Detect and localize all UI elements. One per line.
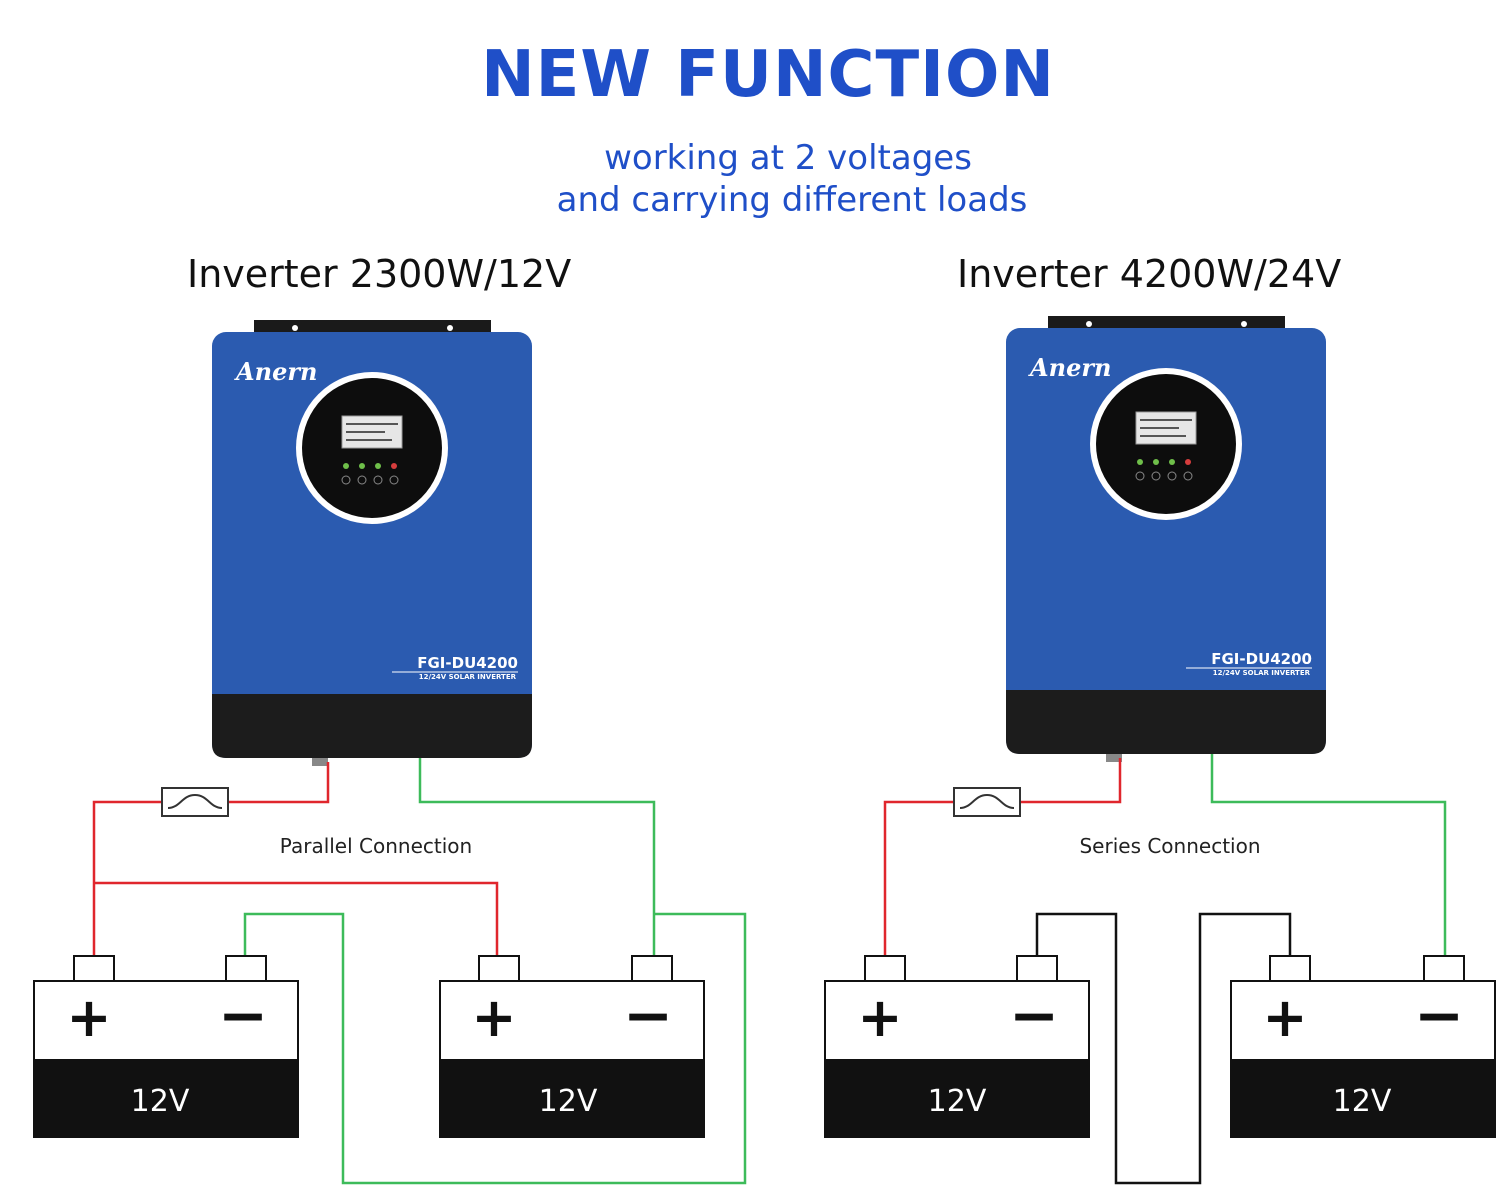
panel-button: [389, 475, 399, 485]
panel-button: [1135, 471, 1145, 481]
positive-terminal: [864, 955, 906, 983]
minus-sign: −: [1009, 981, 1059, 1051]
right-inverter-label: Inverter 4200W/24V: [957, 252, 1342, 296]
led-indicator: [343, 463, 349, 469]
panel-button: [1183, 471, 1193, 481]
minus-sign: −: [218, 981, 268, 1051]
model-name: FGI-DU4200: [1211, 650, 1312, 668]
negative-terminal: [1423, 955, 1465, 983]
terminal-connector: [1106, 754, 1122, 762]
connection-label: Series Connection: [1079, 834, 1260, 858]
panel-button: [341, 475, 351, 485]
led-indicator: [1153, 459, 1159, 465]
subtitle-line-1: working at 2 voltages: [604, 138, 972, 178]
battery-voltage: 12V: [1333, 1084, 1392, 1119]
led-indicator: [391, 463, 397, 469]
panel-button: [357, 475, 367, 485]
connection-label: Parallel Connection: [280, 834, 472, 858]
positive-terminal: [1269, 955, 1311, 983]
right-fuse: [953, 787, 1021, 817]
battery-voltage: 12V: [539, 1084, 598, 1119]
battery-voltage: 12V: [131, 1084, 190, 1119]
plus-sign: +: [471, 986, 516, 1049]
brand-logo: Anern: [1028, 353, 1111, 382]
page-title: NEW FUNCTION: [481, 38, 1055, 112]
plus-sign: +: [857, 986, 902, 1049]
right-wiring: [883, 754, 1447, 1185]
battery: + − 12V: [33, 955, 299, 1138]
right-inverter: Anern FGI-DU4200 12/24V SOLAR INVERTER: [1006, 316, 1326, 762]
minus-sign: −: [1414, 981, 1464, 1051]
battery: + − 12V: [1230, 955, 1496, 1138]
led-indicator: [1185, 459, 1191, 465]
brand-logo: Anern: [234, 357, 317, 386]
positive-wire: [1020, 758, 1122, 804]
led-indicator: [1169, 459, 1175, 465]
negative-terminal: [631, 955, 673, 983]
plus-sign: +: [1262, 986, 1307, 1049]
minus-sign: −: [623, 981, 673, 1051]
negative-terminal: [1016, 955, 1058, 983]
model-name: FGI-DU4200: [417, 654, 518, 672]
panel-button: [1151, 471, 1161, 481]
positive-wire: [883, 800, 954, 956]
left-inverter-label: Inverter 2300W/12V: [187, 252, 572, 296]
battery: + − 12V: [824, 955, 1090, 1138]
series-link-wire: [1035, 912, 1292, 1185]
positive-wire: [94, 881, 499, 956]
inverter-base: [1006, 690, 1326, 754]
positive-wire: [92, 800, 162, 956]
subtitle-line-2: and carrying different loads: [556, 180, 1028, 220]
left-fuse: [161, 787, 229, 817]
positive-terminal: [478, 955, 520, 983]
negative-wire: [1210, 754, 1447, 956]
panel-button: [1167, 471, 1177, 481]
panel-button: [373, 475, 383, 485]
led-indicator: [375, 463, 381, 469]
positive-terminal: [73, 955, 115, 983]
battery-voltage: 12V: [928, 1084, 987, 1119]
plus-sign: +: [66, 986, 111, 1049]
left-inverter: Anern FGI-DU4200 12/24V SOLAR INVERTER: [212, 320, 532, 766]
terminal-connector: [312, 758, 328, 766]
inverter-body: [1006, 328, 1326, 754]
led-indicator: [1137, 459, 1143, 465]
led-indicator: [359, 463, 365, 469]
left-wiring: [92, 758, 747, 1185]
battery: + − 12V: [439, 955, 705, 1138]
inverter-base: [212, 694, 532, 758]
negative-terminal: [225, 955, 267, 983]
model-subtitle: 12/24V SOLAR INVERTER: [1213, 669, 1311, 677]
negative-wire: [243, 912, 747, 1185]
model-subtitle: 12/24V SOLAR INVERTER: [419, 673, 517, 681]
inverter-body: [212, 332, 532, 758]
positive-wire: [228, 762, 330, 804]
negative-wire: [418, 758, 656, 956]
